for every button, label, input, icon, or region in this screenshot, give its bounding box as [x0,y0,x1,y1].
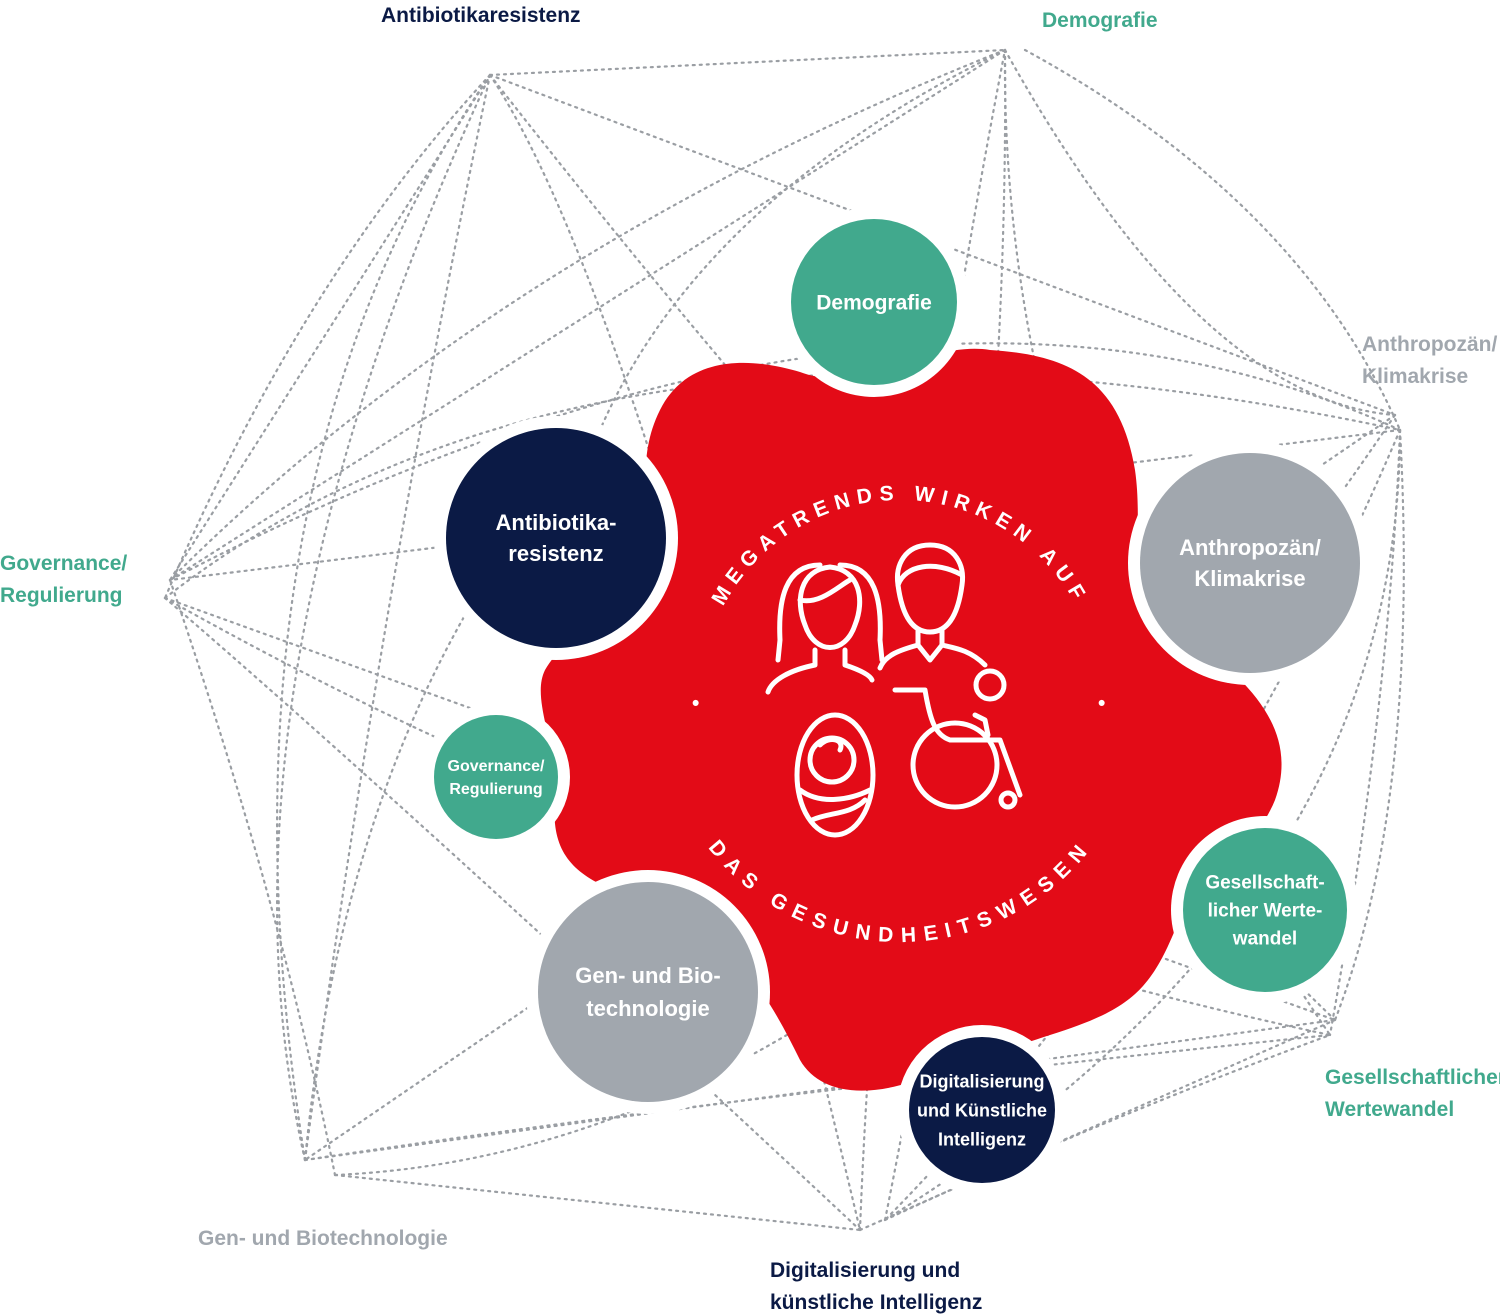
ring-separator-right: • [1098,692,1112,715]
connection-line [275,73,492,1162]
connection-line [303,73,492,1162]
bubble-antibiotika: Antibiotika-resistenz [446,428,666,648]
bubble-label-genbio: technologie [586,996,709,1021]
bubble-label-anthropozaen: Klimakrise [1194,566,1305,591]
bubble-governance: Governance/Regulierung [434,715,558,839]
connection-line [883,1033,1332,1222]
bubble-circle-genbio [538,882,758,1102]
bubble-circle-anthropozaen [1140,453,1360,673]
ring-separator-left: • [692,692,706,715]
connection-line [1333,428,1405,1022]
connection-line [333,1173,862,1232]
bubble-label-digital: Digitalisierung [919,1071,1044,1091]
outer-label-gesellschaft: Gesellschaftlicher [1325,1066,1500,1089]
connection-line [168,578,337,1177]
bubble-label-demografie: Demografie [816,291,932,314]
bubble-label-antibiotika: Antibiotika- [496,510,617,535]
bubble-label-anthropozaen: Anthropozän/ [1179,535,1321,560]
connection-line [488,48,1007,77]
connection-line [163,596,862,1232]
bubble-label-gesellschaft: licher Werte- [1208,901,1323,922]
bubble-label-antibiotika: resistenz [508,541,603,566]
outer-label-anthropozaen: Klimakrise [1362,365,1468,388]
bubble-label-digital: und Künstliche [917,1100,1047,1120]
family-people-icon [765,542,1023,838]
bubble-circle-gesellschaft [1183,828,1347,992]
connection-line [275,73,492,1162]
connection-line [168,342,1402,582]
connection-line [1003,48,1397,417]
outer-label-antibiotika: Antibiotikaresistenz [381,4,581,27]
connection-line [488,73,1337,1022]
outer-label-governance: Regulierung [0,584,123,607]
bubble-label-digital: Intelligenz [938,1129,1026,1149]
bubble-anthropozaen: Anthropozän/Klimakrise [1140,453,1360,673]
bubble-gesellschaft: Gesellschaft-licher Werte-wandel [1183,828,1347,992]
bubble-genbio: Gen- und Bio-technologie [538,882,758,1102]
bubble-circle-antibiotika [446,428,666,648]
outer-label-governance: Governance/ [0,552,127,575]
connection-line [303,1018,1337,1162]
bubble-label-governance: Regulierung [449,781,542,798]
bubble-label-governance: Governance/ [448,758,545,775]
bubble-circle-digital [909,1037,1055,1183]
connection-line [1023,48,1402,432]
connection-line [598,48,1007,432]
outer-label-anthropozaen: Anthropozän/ [1362,333,1497,356]
bubble-circle-demografie [791,219,957,385]
outer-label-demografie: Demografie [1042,9,1158,32]
outer-label-digital: Digitalisierung und [770,1259,960,1282]
outer-label-genbio: Gen- und Biotechnologie [198,1227,448,1250]
outer-label-gesellschaft: Wertewandel [1325,1098,1454,1121]
connection-line [303,1033,1332,1162]
bubble-circle-governance [434,715,558,839]
bubble-demografie: Demografie [791,219,957,385]
connection-line [163,73,492,600]
connection-line [168,48,1007,582]
bubble-label-gesellschaft: Gesellschaft- [1205,873,1324,894]
outer-label-digital: künstliche Intelligenz [770,1291,982,1314]
connection-line [858,1018,1337,1232]
bubble-label-genbio: Gen- und Bio- [575,963,720,988]
bubble-label-gesellschaft: wandel [1232,929,1297,950]
